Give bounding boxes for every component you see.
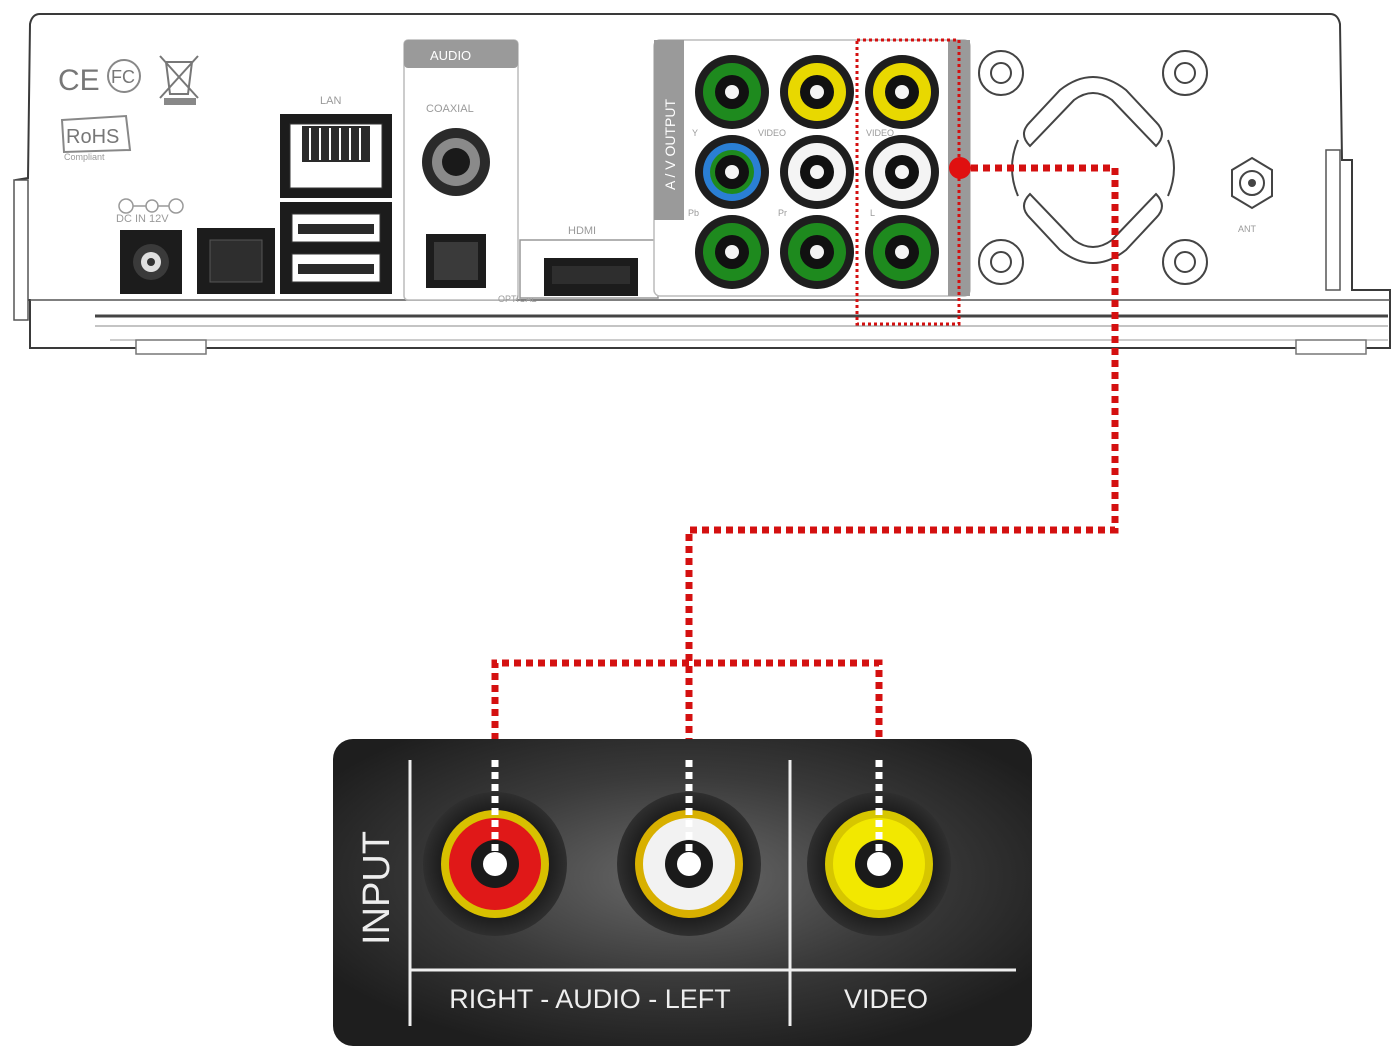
lan-label: LAN: [320, 95, 341, 107]
av-jack-audio-white: [780, 135, 854, 209]
jack-label-video: VIDEO: [758, 128, 786, 138]
av-jack-y: [695, 55, 769, 129]
lan-port: [280, 114, 392, 198]
video-label: VIDEO: [844, 984, 928, 1014]
video-jack: [807, 792, 951, 936]
jack-label-l: L: [870, 208, 875, 218]
selected-jacks-highlight: [855, 38, 961, 326]
input-title: INPUT: [356, 831, 398, 945]
device-rear-panel: CE FC RoHS Compliant DC IN 12V: [13, 13, 1391, 355]
svg-text:Compliant: Compliant: [64, 152, 105, 162]
av-jack-audio-right: [865, 215, 939, 289]
input-panel: INPUT RIGHT - AUDIO - LEFT VIDEO: [333, 739, 1032, 1046]
av-jack-video: [780, 55, 854, 129]
wire-branch: [491, 659, 883, 800]
jack-label-video-2: VIDEO: [866, 128, 894, 138]
ce-mark: CE: [58, 64, 100, 97]
antenna-connector: [1231, 156, 1273, 210]
connection-point: [949, 157, 971, 179]
foot-right: [1295, 339, 1367, 355]
hdmi-label: HDMI: [568, 225, 596, 237]
av-jack-video-2: [865, 55, 939, 129]
fcc-mark: FC: [107, 59, 141, 93]
dc-in-jack: [120, 230, 182, 294]
cooling-fan: [978, 50, 1208, 285]
coaxial-label: COAXIAL: [426, 103, 474, 115]
jack-label-y: Y: [692, 128, 698, 138]
svg-text:RoHS: RoHS: [66, 126, 119, 148]
usb-ports: [280, 202, 392, 294]
av-jack-audio-left: [865, 135, 939, 209]
coaxial-jack: [422, 128, 490, 196]
optical-label: OPTICAL: [498, 294, 537, 304]
av-jack-pr: [695, 215, 769, 289]
audio-label: RIGHT - AUDIO - LEFT: [449, 984, 731, 1014]
av-jack-pr-2: [780, 215, 854, 289]
audio-left-jack: [617, 792, 761, 936]
av-output-label: A / V OUTPUT: [662, 99, 678, 190]
optical-jack: [426, 234, 486, 288]
svg-text:FC: FC: [111, 67, 135, 87]
jack-label-pr: Pr: [778, 208, 787, 218]
dc-label: DC IN 12V: [116, 213, 169, 225]
foot-left: [135, 339, 207, 355]
audio-block: AUDIO COAXIAL: [403, 39, 519, 301]
wire-main: [685, 164, 1119, 800]
connection-wires: [491, 157, 1119, 800]
av-output-block: A / V OUTPUT Y VIDEO VIDEO Pb Pr L: [653, 39, 971, 297]
ant-label: ANT: [1238, 224, 1257, 234]
audio-right-jack: [423, 792, 567, 936]
weee-bin-icon: [159, 55, 199, 105]
dc-power-icon: [118, 198, 184, 214]
rohs-mark: RoHS Compliant: [60, 114, 132, 162]
hdmi-block: HDMI: [519, 225, 659, 299]
audio-header: AUDIO: [430, 48, 471, 63]
jack-label-pb: Pb: [688, 208, 699, 218]
av-jack-pb: [695, 135, 769, 209]
optical-out-jack-left: [197, 228, 275, 294]
